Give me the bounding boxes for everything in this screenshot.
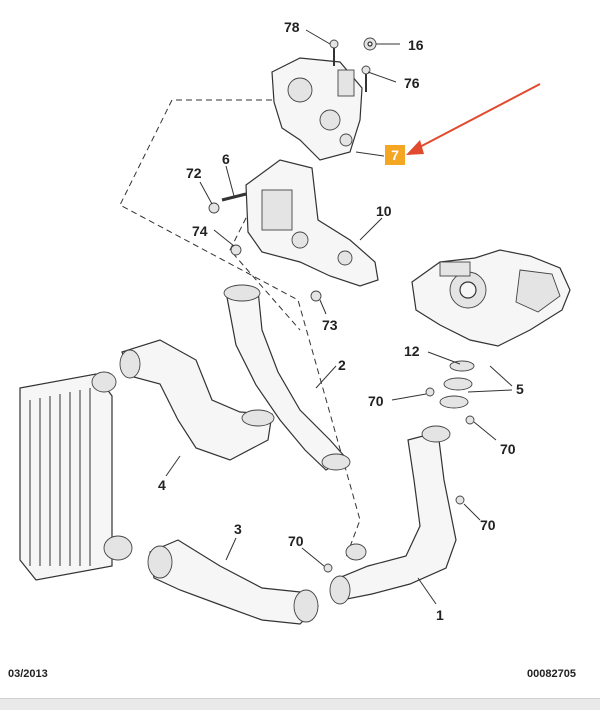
callout-73[interactable]: 73: [322, 317, 338, 333]
callout-7: 7: [391, 147, 399, 163]
assembly-dashed-lines: [119, 99, 361, 561]
bolt-76-part[interactable]: [361, 65, 371, 92]
callout-70-a[interactable]: 70: [368, 393, 384, 409]
stud-6-part[interactable]: [221, 192, 247, 202]
callout-76[interactable]: 76: [404, 75, 420, 91]
hose-2-part[interactable]: [223, 284, 351, 471]
footer-reference-code: 00082705: [527, 668, 576, 680]
callout-3[interactable]: 3: [234, 521, 242, 537]
callout-6[interactable]: 6: [222, 151, 230, 167]
intercooler-part[interactable]: [19, 371, 133, 581]
callout-70-d[interactable]: 70: [288, 533, 304, 549]
callout-1[interactable]: 1: [436, 607, 444, 623]
bolt-73-part[interactable]: [310, 290, 322, 302]
nut-72-part[interactable]: [208, 202, 220, 214]
stud-70-parts[interactable]: [323, 387, 475, 573]
intercooler-fins: [29, 388, 91, 566]
flange-5-part[interactable]: [439, 377, 473, 409]
hose-4-part[interactable]: [119, 339, 275, 461]
callout-10[interactable]: 10: [376, 203, 392, 219]
callout-5[interactable]: 5: [516, 381, 524, 397]
callout-12[interactable]: 12: [404, 343, 420, 359]
bolt-78-part[interactable]: [329, 39, 339, 66]
pipe-1-part[interactable]: [329, 425, 457, 605]
leader-lines: [165, 29, 513, 605]
callout-2[interactable]: 2: [338, 357, 346, 373]
hose-3-part[interactable]: [147, 539, 319, 625]
washer-16-part[interactable]: [363, 37, 377, 51]
turbocharger-part[interactable]: [411, 249, 571, 347]
egr-valve-part[interactable]: [271, 57, 363, 161]
callout-74[interactable]: 74: [192, 223, 208, 239]
footer-date: 03/2013: [8, 668, 48, 680]
callout-72[interactable]: 72: [186, 165, 202, 181]
egr-housing-part[interactable]: [245, 159, 379, 287]
callout-70-c[interactable]: 70: [480, 517, 496, 533]
callout-4[interactable]: 4: [158, 477, 166, 493]
highlight-arrow: [406, 83, 541, 155]
callout-16[interactable]: 16: [408, 37, 424, 53]
bottom-bar: [0, 698, 600, 710]
callout-78[interactable]: 78: [284, 19, 300, 35]
gasket-12-part[interactable]: [449, 360, 475, 372]
callout-labels: 78 16 76 72 6 10 74 73 12 5 2 70 70 70 7…: [158, 19, 524, 623]
callout-7-highlight[interactable]: 7: [385, 145, 405, 165]
callout-70-b[interactable]: 70: [500, 441, 516, 457]
bolt-74-part[interactable]: [230, 244, 242, 256]
